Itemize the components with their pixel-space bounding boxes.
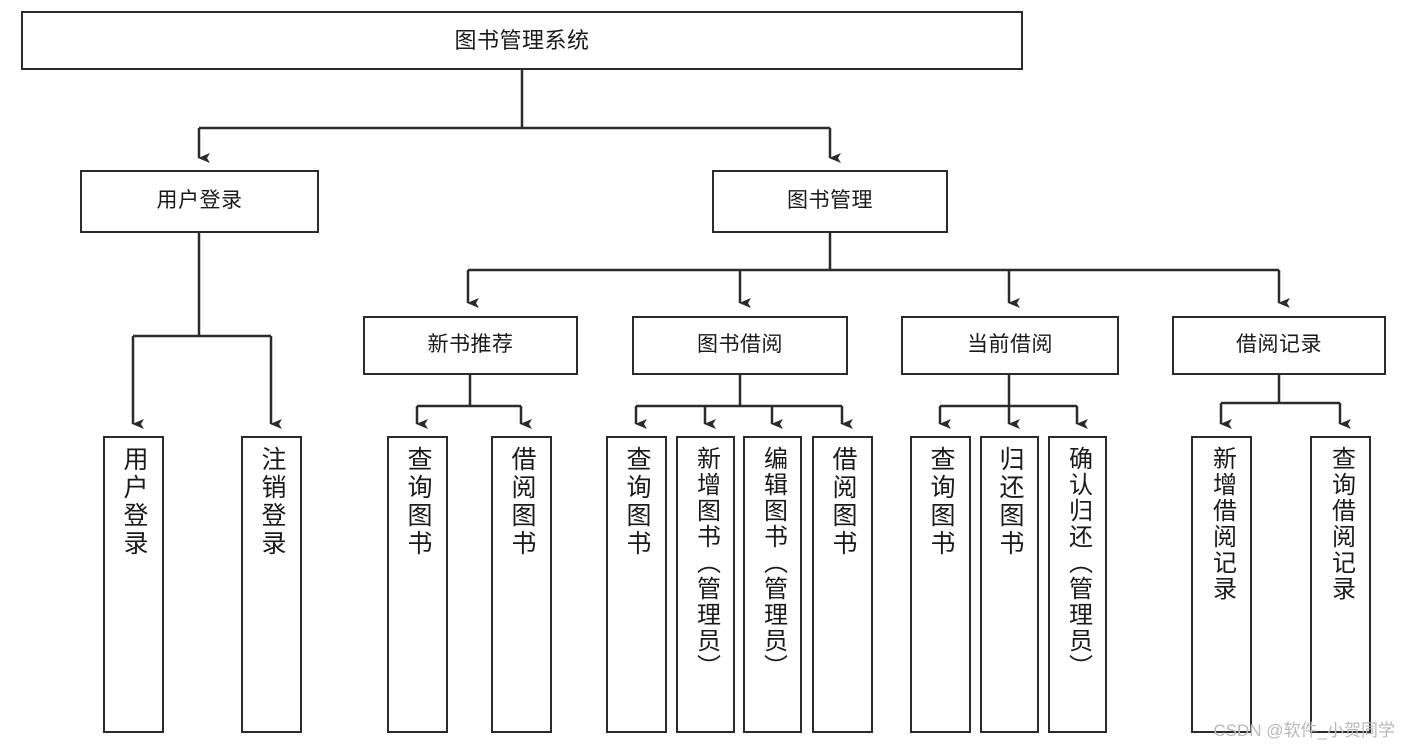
node-user-login-label: 用户登录: [156, 189, 243, 213]
node-leaf-edit-book-label: 编辑图书（管理员）: [759, 446, 787, 680]
node-leaf-query-book-1-label: 查询图书: [404, 446, 432, 558]
node-leaf-query-book-1[interactable]: 查询图书: [387, 436, 448, 733]
node-leaf-logout[interactable]: 注销登录: [241, 436, 302, 733]
node-leaf-edit-book[interactable]: 编辑图书（管理员）: [743, 436, 802, 733]
node-borrow-record-label: 借阅记录: [1236, 333, 1322, 357]
node-leaf-confirm-return[interactable]: 确认归还（管理员）: [1048, 436, 1107, 733]
node-user-login[interactable]: 用户登录: [80, 170, 319, 233]
node-leaf-add-record[interactable]: 新增借阅记录: [1191, 436, 1252, 733]
node-leaf-query-book-2[interactable]: 查询图书: [606, 436, 667, 733]
node-leaf-query-book-2-label: 查询图书: [623, 446, 651, 558]
node-leaf-confirm-return-label: 确认归还（管理员）: [1064, 446, 1092, 680]
node-leaf-user-login[interactable]: 用户登录: [103, 436, 164, 733]
node-new-book-recommend[interactable]: 新书推荐: [363, 316, 578, 375]
node-leaf-borrow-book-2[interactable]: 借阅图书: [812, 436, 873, 733]
node-leaf-query-book-3[interactable]: 查询图书: [910, 436, 971, 733]
node-leaf-add-record-label: 新增借阅记录: [1208, 446, 1236, 602]
node-book-borrow-label: 图书借阅: [697, 333, 783, 357]
node-new-book-recommend-label: 新书推荐: [427, 333, 514, 357]
node-leaf-add-book[interactable]: 新增图书（管理员）: [676, 436, 735, 733]
node-root[interactable]: 图书管理系统: [21, 11, 1023, 70]
node-leaf-borrow-book-1[interactable]: 借阅图书: [491, 436, 552, 733]
node-leaf-borrow-book-2-label: 借阅图书: [829, 446, 857, 558]
node-leaf-user-login-label: 用户登录: [120, 446, 148, 558]
node-book-manage-label: 图书管理: [787, 189, 873, 213]
node-leaf-query-book-3-label: 查询图书: [927, 446, 955, 558]
node-leaf-query-record-label: 查询借阅记录: [1327, 446, 1355, 602]
node-leaf-logout-label: 注销登录: [258, 446, 286, 558]
node-current-borrow[interactable]: 当前借阅: [901, 316, 1119, 375]
node-root-label: 图书管理系统: [454, 27, 590, 53]
node-borrow-record[interactable]: 借阅记录: [1172, 316, 1386, 375]
node-leaf-return-book[interactable]: 归还图书: [980, 436, 1039, 733]
csdn-watermark: CSDN @软件_小贺同学: [1213, 721, 1395, 740]
node-book-manage[interactable]: 图书管理: [712, 170, 948, 233]
node-leaf-return-book-label: 归还图书: [996, 446, 1024, 558]
node-leaf-add-book-label: 新增图书（管理员）: [692, 446, 720, 680]
node-leaf-query-record[interactable]: 查询借阅记录: [1310, 436, 1371, 733]
node-leaf-borrow-book-1-label: 借阅图书: [508, 446, 536, 558]
node-current-borrow-label: 当前借阅: [967, 333, 1053, 357]
node-book-borrow[interactable]: 图书借阅: [632, 316, 848, 375]
